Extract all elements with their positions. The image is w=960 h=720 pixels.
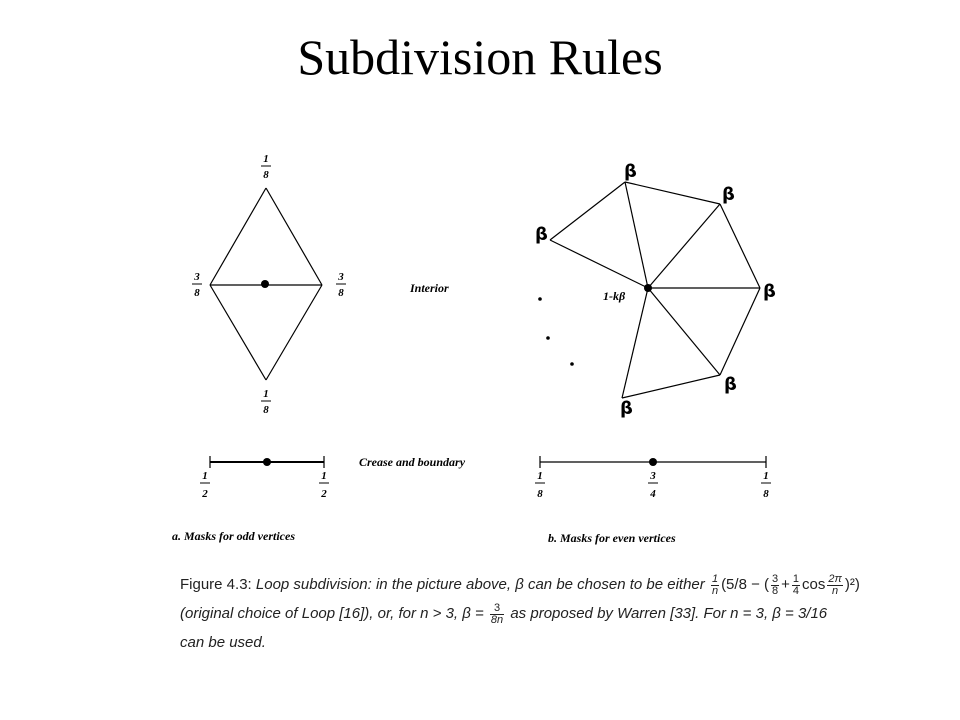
beta-label-left: β <box>535 224 548 245</box>
svg-text:3: 3 <box>649 470 656 482</box>
odd-interior-mask <box>209 187 323 381</box>
svg-text:8: 8 <box>537 488 543 500</box>
beta-label-right: β <box>763 281 776 302</box>
formula-mid: (5/8 − ( <box>721 576 769 593</box>
svg-text:2: 2 <box>201 488 208 500</box>
even-interior-mask <box>549 181 761 399</box>
caption-prefix: Figure 4.3: <box>180 576 252 593</box>
svg-text:8: 8 <box>194 287 200 299</box>
even-crease-left-weight: 1 8 <box>535 470 545 500</box>
svg-text:2: 2 <box>320 488 327 500</box>
caption-text-2: (original choice of Loop [16]), or, for … <box>180 605 484 622</box>
beta-label-top: β <box>624 161 637 182</box>
caption-text-1: Loop subdivision: in the picture above, … <box>255 576 705 593</box>
center-weight-label: 1-kβ <box>603 289 626 303</box>
even-crease-mid-weight: 3 4 <box>648 470 658 500</box>
even-crease-right-weight: 1 8 <box>761 470 771 500</box>
caption-line-3: can be used. <box>180 628 940 657</box>
formula-end: )²) <box>844 576 860 593</box>
odd-masks-caption: a. Masks for odd vertices <box>172 529 295 543</box>
crease-label: Crease and boundary <box>359 455 466 469</box>
svg-text:8: 8 <box>263 169 269 181</box>
beta-label-lower-right: β <box>724 374 737 395</box>
odd-crease-left-weight: 1 2 <box>200 470 210 500</box>
formula-cos: cos <box>802 576 826 593</box>
formula-plus: + <box>781 576 790 593</box>
svg-text:1: 1 <box>321 470 327 482</box>
svg-text:1: 1 <box>763 470 769 482</box>
beta-label-bottom: β <box>620 398 633 419</box>
odd-crease-vertex <box>263 458 271 466</box>
even-masks-caption: b. Masks for even vertices <box>548 531 676 545</box>
even-crease-vertex <box>649 458 657 466</box>
svg-text:1: 1 <box>202 470 208 482</box>
caption-line-2: (original choice of Loop [16]), or, for … <box>180 599 940 628</box>
svg-text:3: 3 <box>193 271 200 283</box>
svg-text:4: 4 <box>649 488 656 500</box>
svg-text:8: 8 <box>338 287 344 299</box>
svg-text:1: 1 <box>263 153 269 165</box>
svg-text:8: 8 <box>763 488 769 500</box>
caption-text-3: as proposed by Warren [33]. For n = 3, β… <box>510 605 828 622</box>
interior-label: Interior <box>409 281 449 295</box>
svg-text:3: 3 <box>337 271 344 283</box>
slide-title: Subdivision Rules <box>297 29 663 85</box>
beta-label-upper-right: β <box>722 184 735 205</box>
odd-bottom-weight: 1 8 <box>261 388 271 416</box>
odd-top-weight: 1 8 <box>261 153 271 181</box>
caption-text-4: can be used. <box>180 634 266 651</box>
figure-caption: Figure 4.3: Loop subdivision: in the pic… <box>180 570 940 657</box>
continuation-dots <box>538 297 574 366</box>
svg-text:1: 1 <box>263 388 269 400</box>
odd-right-weight: 3 8 <box>336 271 346 299</box>
svg-text:8: 8 <box>263 404 269 416</box>
caption-line-1: Figure 4.3: Loop subdivision: in the pic… <box>180 570 940 599</box>
odd-crease-right-weight: 1 2 <box>319 470 329 500</box>
even-center-vertex <box>644 284 652 292</box>
svg-text:1: 1 <box>537 470 543 482</box>
odd-center-vertex <box>261 280 269 288</box>
odd-left-weight: 3 8 <box>192 271 202 299</box>
